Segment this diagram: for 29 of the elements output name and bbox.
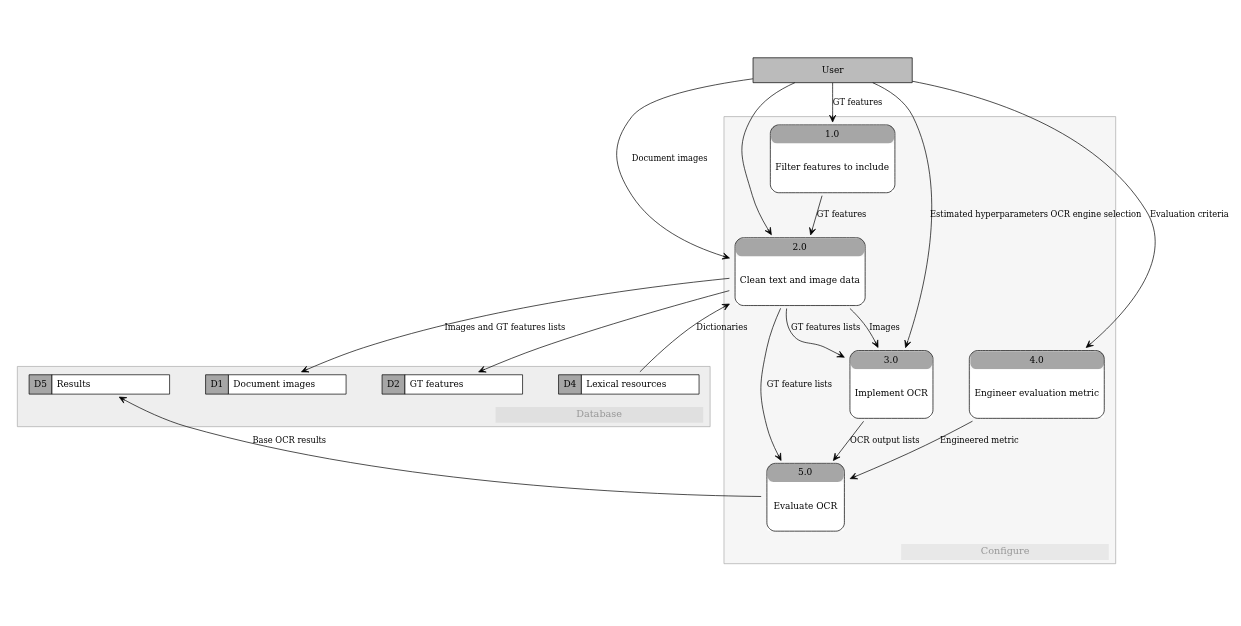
edge-label: OCR output lists — [850, 434, 920, 445]
arrow — [478, 289, 730, 372]
arrow — [639, 303, 730, 372]
arrow — [849, 420, 973, 479]
arrow — [118, 396, 762, 497]
arrow — [616, 77, 754, 259]
edge-label: GT features lists — [791, 321, 861, 332]
arrow — [911, 80, 1156, 348]
edge-label: Base OCR results — [252, 434, 327, 445]
arrow — [833, 420, 864, 461]
edge-label: Images and GT features lists — [444, 321, 566, 332]
edge-label: Images — [869, 321, 900, 332]
arrow — [849, 307, 879, 348]
edge-label: Engineered metric — [939, 434, 1019, 445]
arrow — [741, 81, 796, 235]
edge-label: Dictionaries — [696, 321, 748, 332]
arrow — [301, 277, 730, 372]
edge-label: GT feature lists — [766, 378, 832, 389]
edge-label: GT features — [832, 96, 883, 107]
arrow — [829, 82, 837, 122]
arrow — [785, 307, 845, 358]
edge-label: Estimated hyperparameters OCR engine selection — [930, 208, 1142, 219]
edge-label: Document images — [631, 152, 708, 163]
edge-label: Evaluation criteria — [1150, 208, 1229, 219]
arrow — [760, 307, 782, 461]
edge-label: GT features — [816, 208, 867, 219]
node-box: User — [752, 56, 913, 83]
arrow — [809, 194, 823, 235]
arrow — [872, 81, 932, 348]
